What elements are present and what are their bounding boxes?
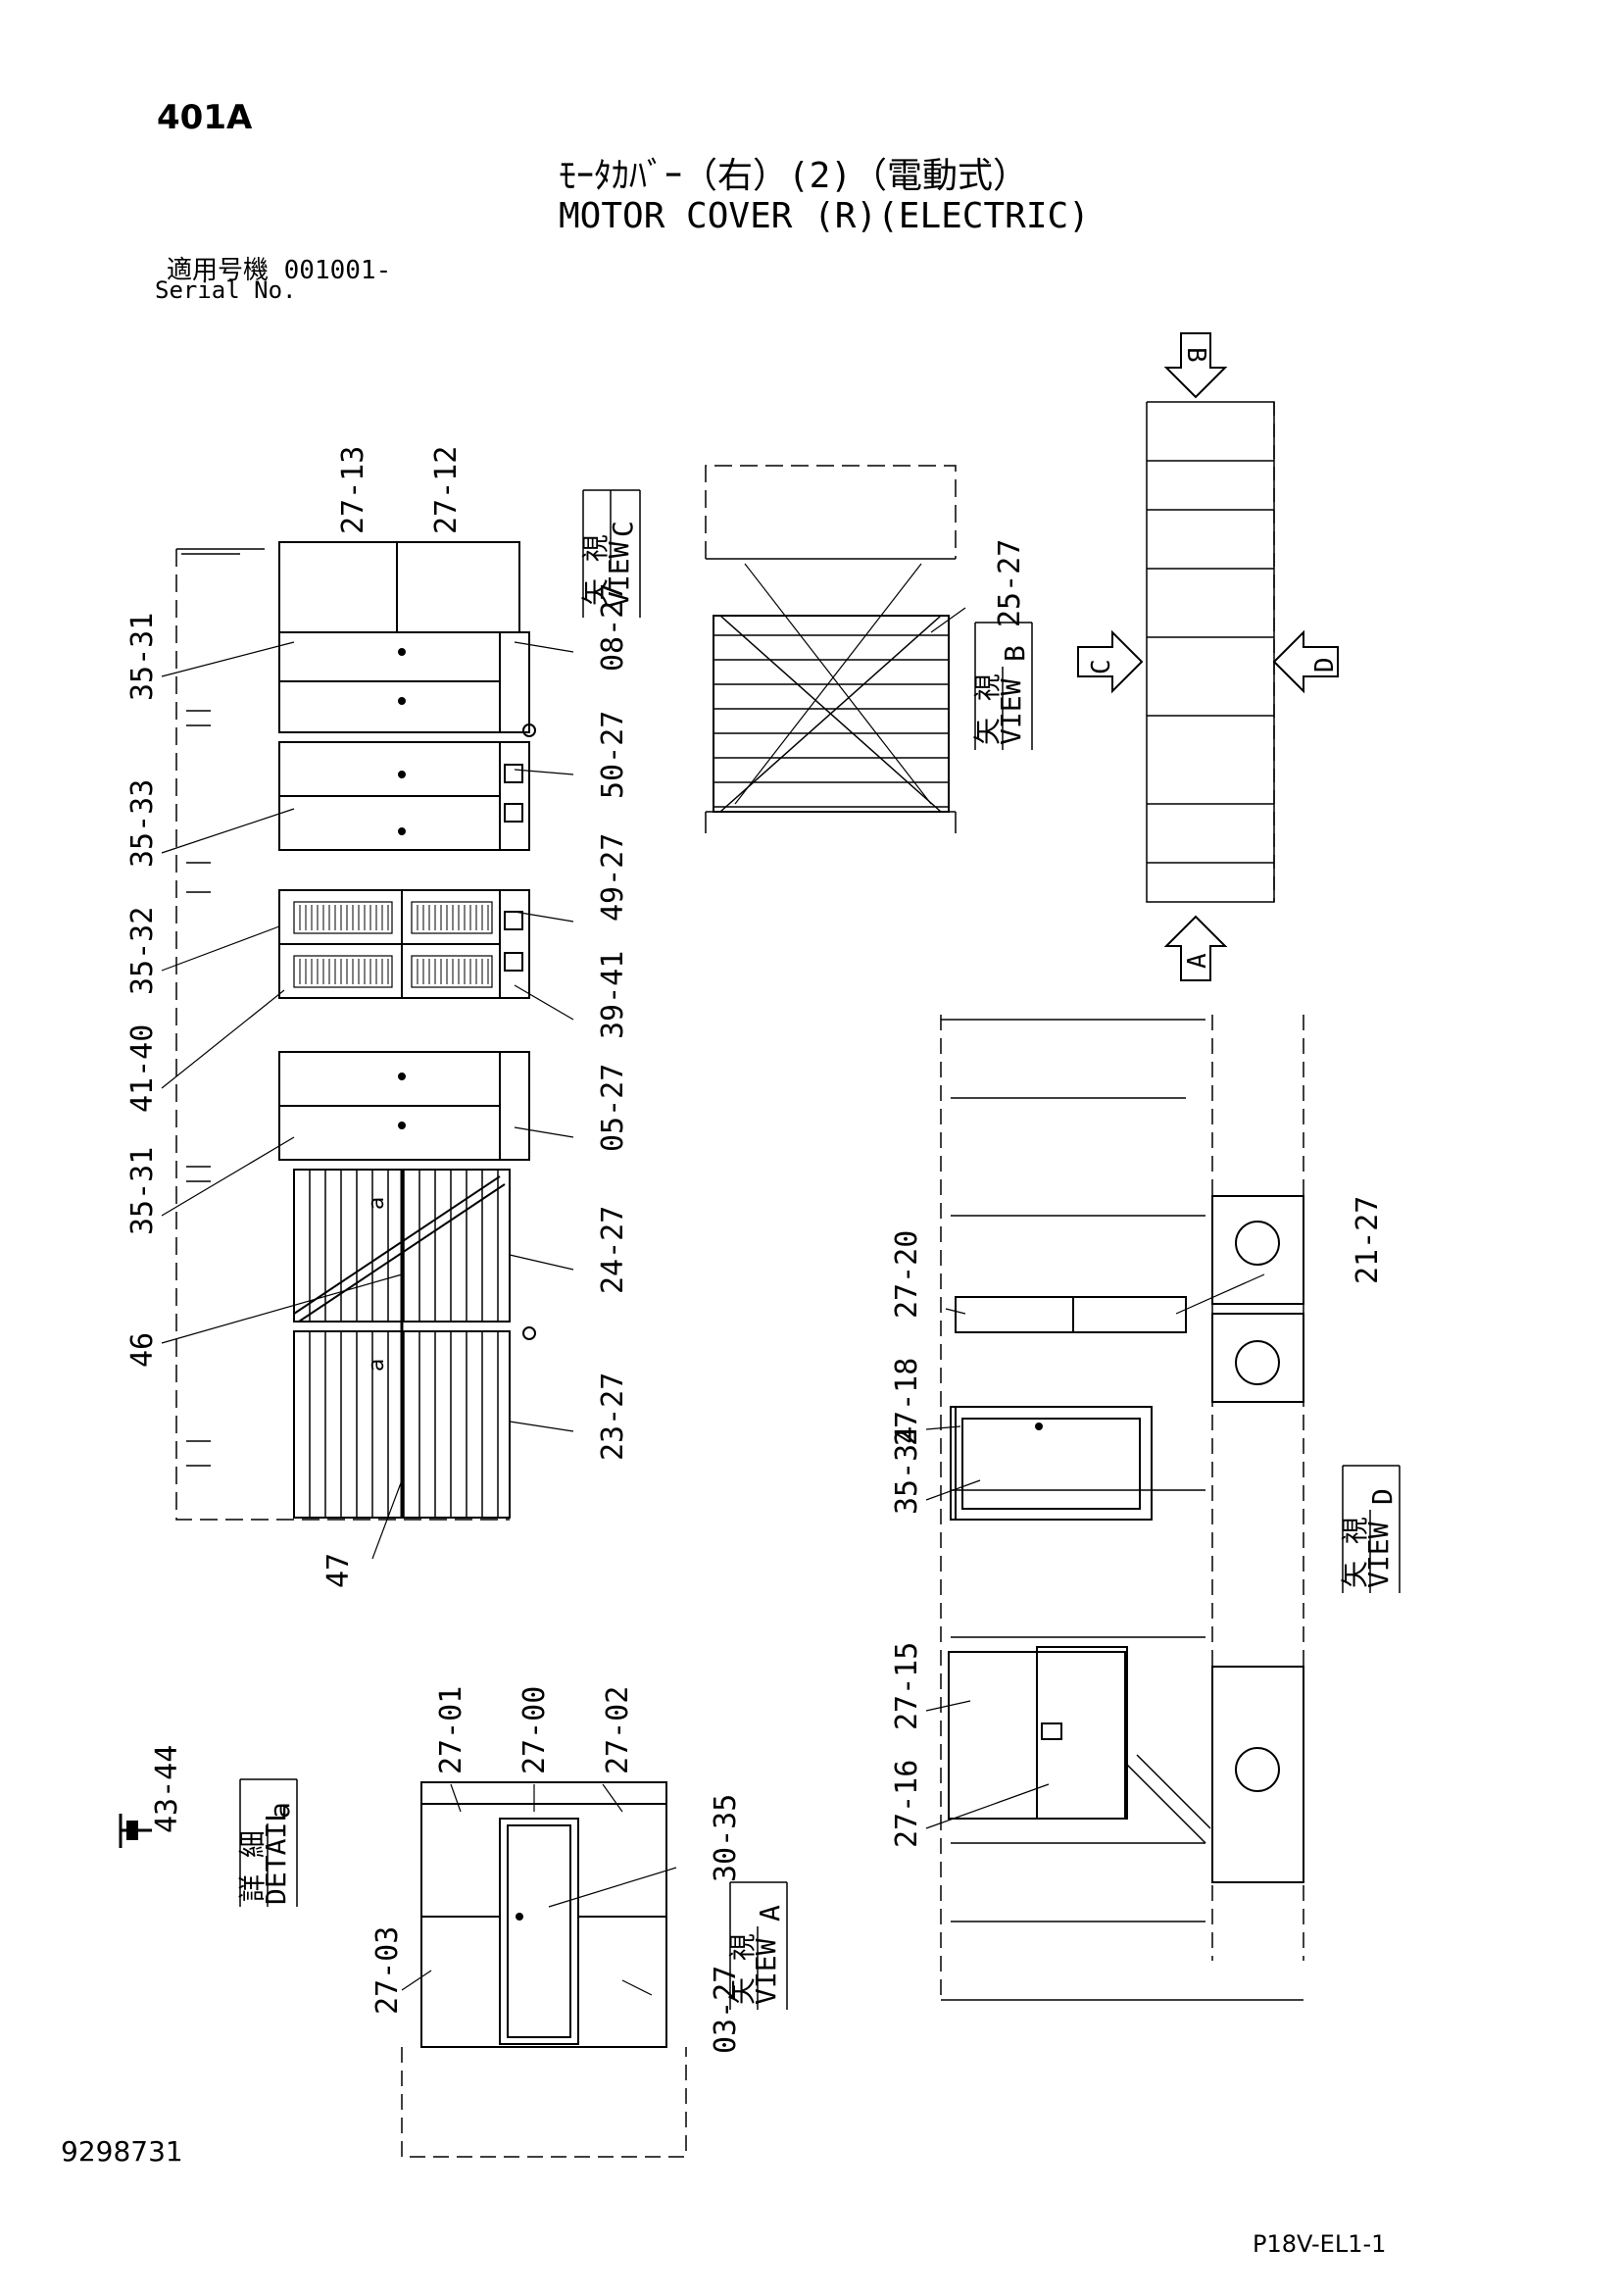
- svg-text:A: A: [1183, 953, 1212, 969]
- svg-text:D: D: [1366, 1488, 1399, 1505]
- serial-label-japanese: 適用号機 001001-: [167, 256, 392, 285]
- callout: 49-27: [596, 833, 630, 922]
- callout: 41-40: [125, 1024, 160, 1113]
- svg-text:矢 視: 矢 視: [579, 534, 612, 606]
- svg-text:a: a: [264, 1802, 296, 1819]
- svg-text:C: C: [607, 521, 639, 537]
- svg-text:矢 視: 矢 視: [726, 1933, 759, 2005]
- callout: 30-35: [709, 1794, 743, 1882]
- svg-text:B: B: [1181, 347, 1210, 363]
- callout: 35-34: [890, 1426, 924, 1515]
- callout: 27-20: [890, 1230, 924, 1319]
- svg-text:VIEW: VIEW: [750, 1938, 782, 2005]
- callout: 21-27: [1351, 1196, 1385, 1284]
- callout: 39-41: [596, 951, 630, 1039]
- document-number: 9298731: [61, 2135, 183, 2168]
- serial-label-english: Serial No.: [155, 276, 297, 304]
- svg-text:矢 視: 矢 視: [1339, 1517, 1371, 1588]
- callout: 50-27: [596, 711, 630, 799]
- callout: 47: [321, 1553, 356, 1588]
- view-a-drawing: [401, 1781, 687, 2158]
- callout: 27-00: [517, 1686, 552, 1774]
- main-side-view: [175, 541, 536, 1521]
- callout: 25-27: [993, 539, 1027, 627]
- callout: 35-31: [125, 613, 160, 701]
- svg-text:VIEW: VIEW: [603, 541, 635, 608]
- callout: 27-12: [429, 446, 464, 534]
- title-english: MOTOR COVER (R)(ELECTRIC): [559, 196, 1090, 236]
- callout: 27-16: [890, 1760, 924, 1848]
- svg-text:C: C: [1087, 659, 1116, 674]
- view-b-drawing: [705, 465, 957, 833]
- callout: 35-32: [125, 907, 160, 995]
- callout: 27-13: [336, 446, 370, 534]
- callout: 35-33: [125, 779, 160, 868]
- view-box-b: 矢 視 VIEW B: [971, 622, 1033, 750]
- callout: 27-03: [370, 1926, 405, 2015]
- view-box-a: 矢 視 VIEW A: [726, 1881, 788, 2010]
- detail-box-a: 詳 細 DETAIL a: [236, 1778, 298, 1907]
- view-box-d: 矢 視 VIEW D: [1339, 1465, 1401, 1593]
- callout: 46: [125, 1332, 160, 1368]
- svg-text:VIEW: VIEW: [995, 678, 1027, 745]
- sheet-number: P18V-EL1-1: [1253, 2230, 1387, 2258]
- page-number: 401A: [157, 98, 253, 137]
- svg-text:DETAIL: DETAIL: [260, 1806, 292, 1905]
- svg-text:矢 視: 矢 視: [971, 674, 1004, 745]
- view-direction-arrows: B C D A: [1077, 332, 1340, 981]
- svg-text:A: A: [754, 1905, 786, 1922]
- svg-text:D: D: [1310, 657, 1340, 673]
- callout: 23-27: [596, 1373, 630, 1461]
- view-box-c: 矢 視 VIEW C: [579, 489, 641, 618]
- svg-text:詳 細: 詳 細: [236, 1830, 269, 1902]
- callout: 43-44: [150, 1745, 184, 1833]
- callout: 35-31: [125, 1147, 160, 1235]
- view-arrow-a: A: [1163, 915, 1228, 981]
- svg-text:VIEW: VIEW: [1362, 1522, 1395, 1588]
- callout: 03-27: [709, 1966, 743, 2054]
- callout: 27-15: [890, 1642, 924, 1730]
- title-japanese: ﾓｰﾀｶﾊﾞｰ（右）(2)（電動式）: [559, 156, 1029, 196]
- detail-marks: a a: [365, 1197, 389, 1372]
- callout: 27-02: [601, 1686, 635, 1774]
- leader-lines: [161, 607, 1265, 1996]
- view-arrow-d: D: [1272, 629, 1340, 694]
- view-c-drawing: [1146, 401, 1275, 903]
- detail-mark: a: [365, 1359, 389, 1372]
- callout: 27-18: [890, 1358, 924, 1446]
- view-arrow-c: C: [1077, 629, 1144, 694]
- svg-text:B: B: [999, 645, 1031, 662]
- view-d-drawing: [940, 1015, 1304, 2001]
- callout: 08-27: [596, 583, 630, 672]
- callout: 27-01: [434, 1686, 468, 1774]
- callout: 05-27: [596, 1064, 630, 1152]
- view-arrow-b: B: [1163, 332, 1228, 399]
- detail-a-drawing: [119, 1814, 152, 1848]
- callout-labels: 27-13 27-12 35-31 08-27 50-27 35-33 49-2…: [125, 446, 1385, 2054]
- view-label-boxes: 矢 視 VIEW C 矢 視 VIEW B 矢 視 VIEW D 矢 視 VIE…: [236, 489, 1401, 2010]
- detail-mark: a: [365, 1197, 389, 1210]
- callout: 24-27: [596, 1206, 630, 1294]
